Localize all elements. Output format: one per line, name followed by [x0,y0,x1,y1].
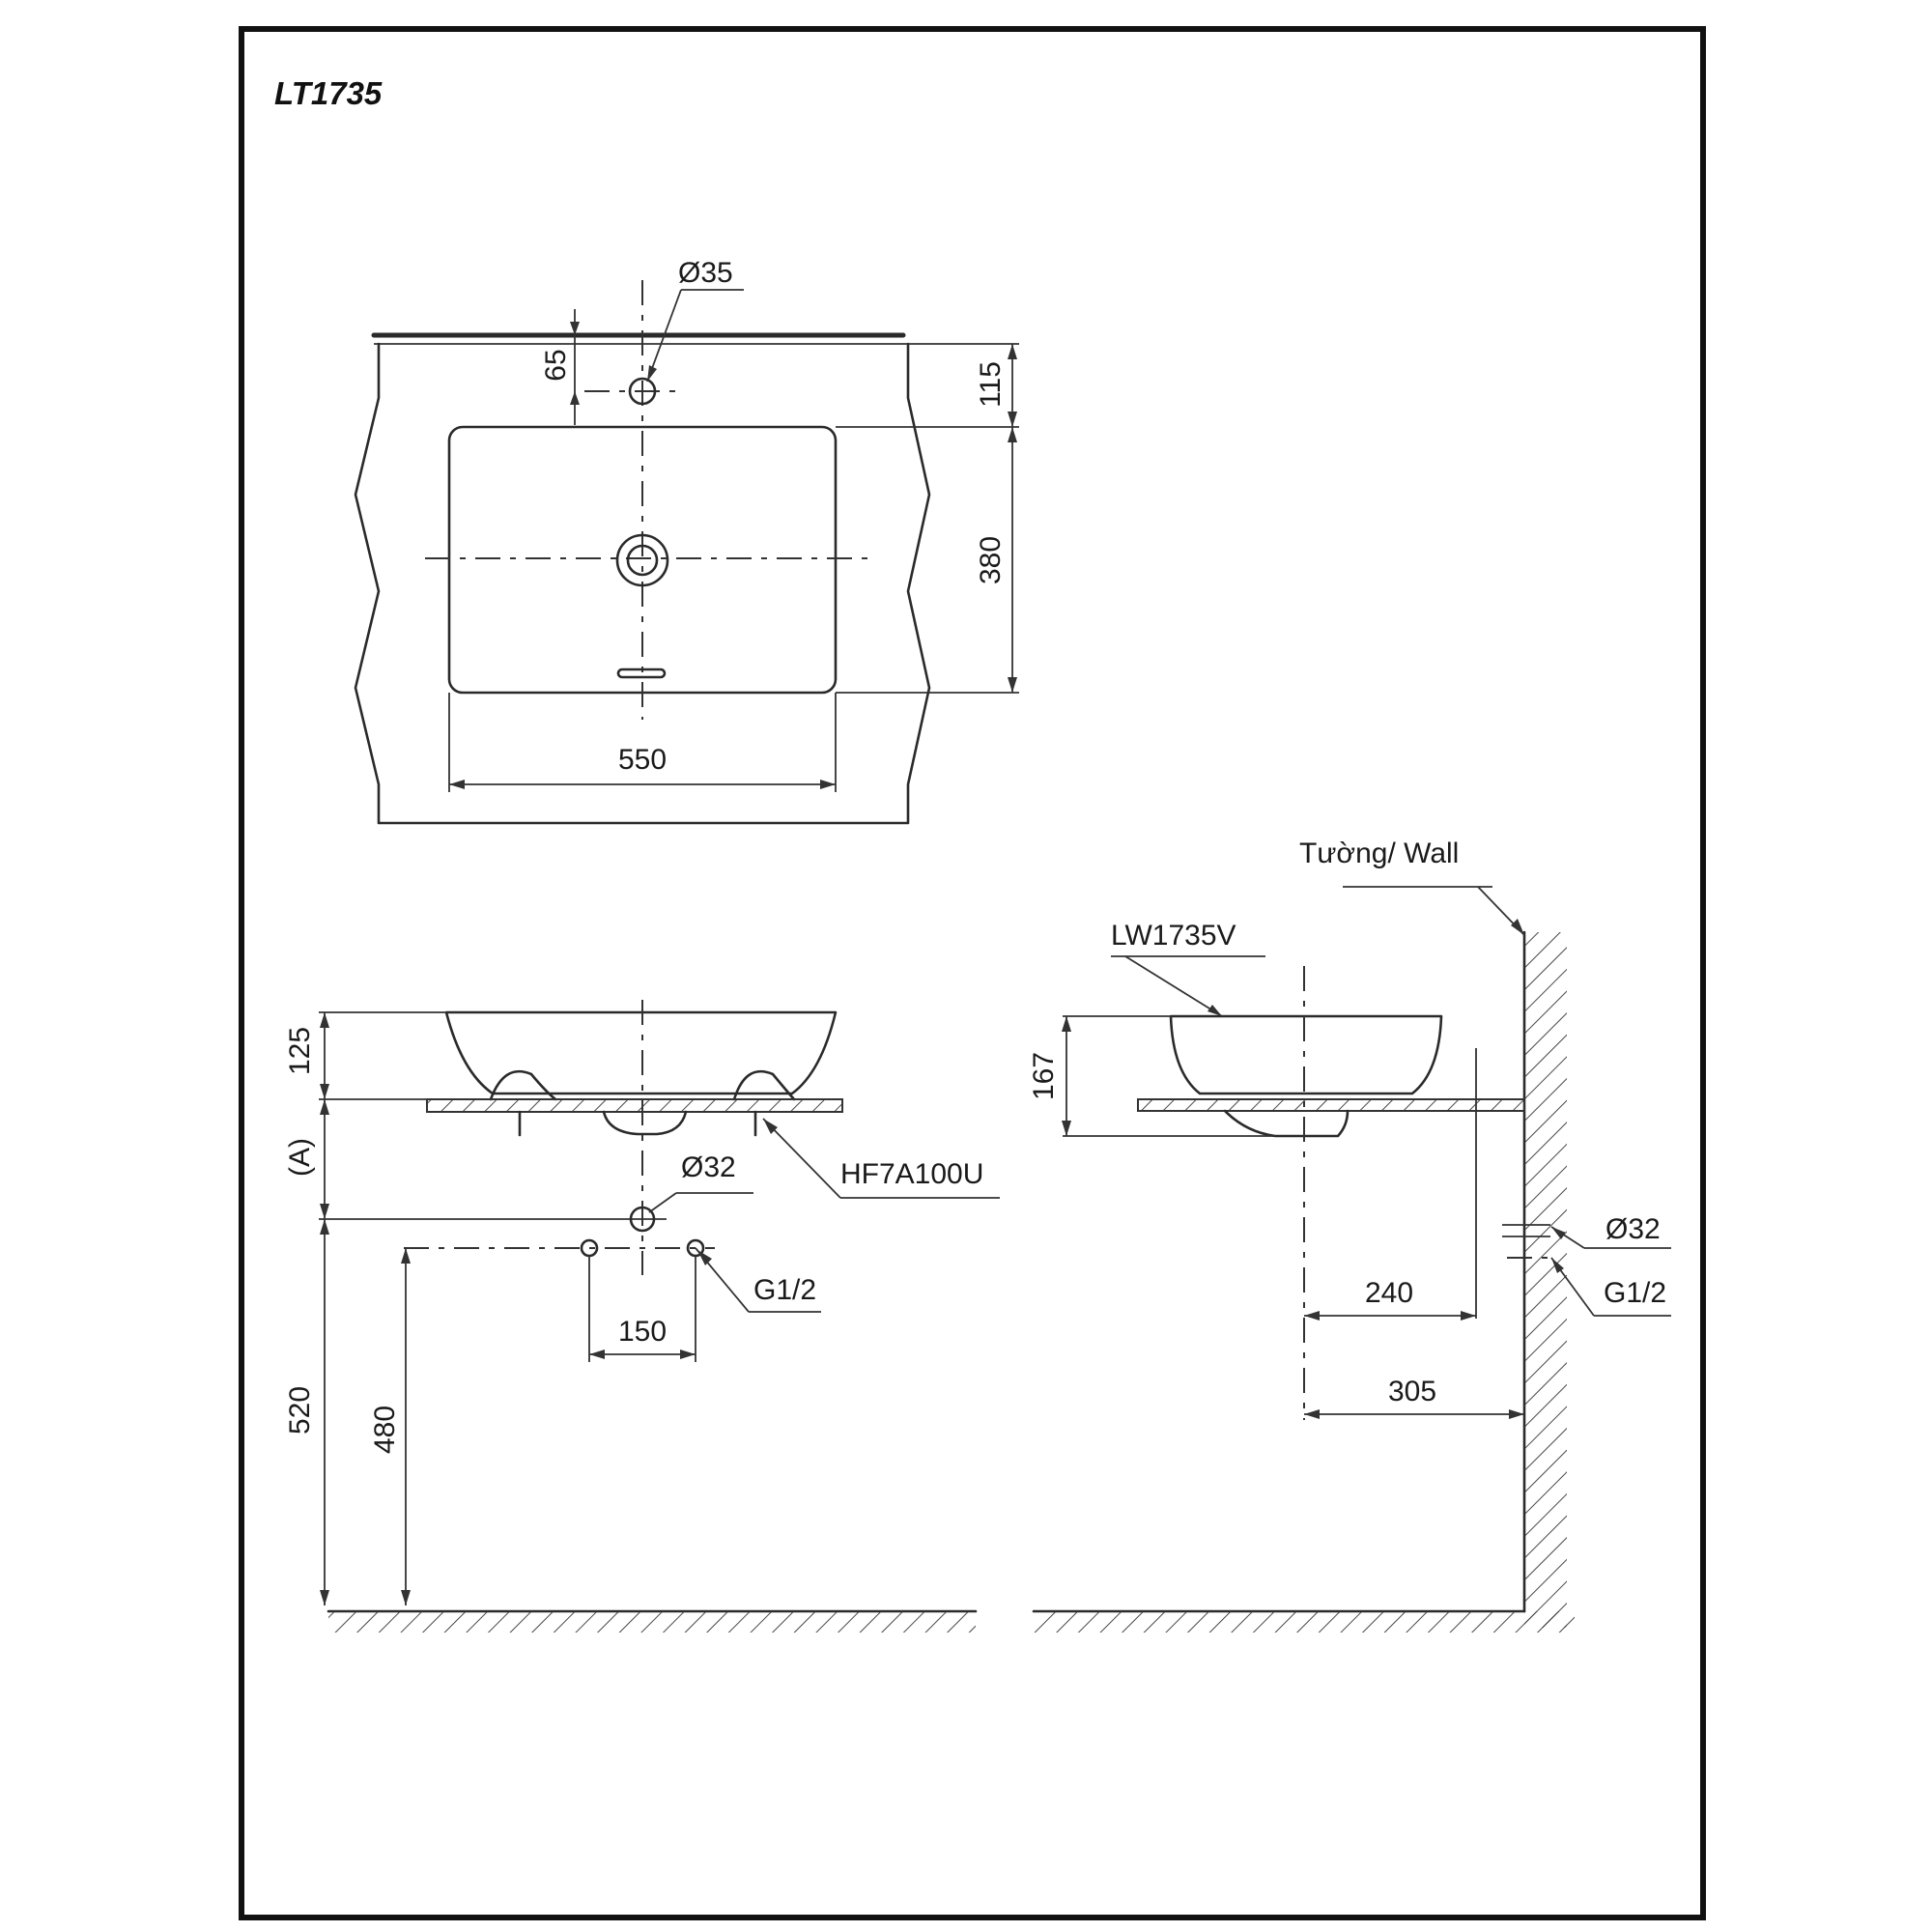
dim-A: (A) [284,1138,316,1177]
dim-125: 125 [284,1027,316,1075]
side-drain-diameter: Ø32 [1605,1213,1661,1245]
dim-480: 480 [369,1406,401,1454]
dim-167: 167 [1028,1052,1060,1100]
bracket-code: HF7A100U [840,1158,983,1190]
model-label: LW1735V [1111,920,1236,952]
floor-right [1034,1611,1575,1633]
top-view: Ø35 65 115 380 550 [354,257,1019,825]
dim-115: 115 [975,361,1007,408]
drain-diameter: Ø32 [681,1151,736,1183]
dim-305: 305 [1388,1376,1436,1407]
supply-thread: G1/2 [753,1274,816,1306]
side-view: Tường/ Wall 167 LW1735V Ø32 [1028,838,1671,1633]
tap-hole [628,377,657,406]
side-supply-thread: G1/2 [1604,1277,1666,1309]
countertop-side [1137,1098,1525,1112]
floor-left [328,1611,976,1633]
front-view: 125 (A) 520 Ø32 G1/2 150 480 HF7A100U [284,1000,1000,1633]
countertop-front [426,1098,843,1113]
tap-hole-diameter: Ø35 [678,257,733,289]
dim-520: 520 [284,1386,316,1435]
wall-section [1524,932,1567,1628]
overflow-slot [616,668,667,679]
dim-65: 65 [540,349,572,381]
basin-bowl-front [444,1010,838,1095]
dim-380: 380 [975,536,1007,584]
wall-drain [629,1206,656,1233]
dim-240: 240 [1365,1277,1413,1309]
dim-550: 550 [618,744,667,776]
basin-bowl-side [1169,1014,1443,1095]
model-title: LT1735 [274,75,383,111]
drain-hole [615,533,669,587]
dim-150: 150 [618,1316,667,1348]
drawing-frame [239,26,1706,1920]
wall-label: Tường/ Wall [1299,838,1459,869]
